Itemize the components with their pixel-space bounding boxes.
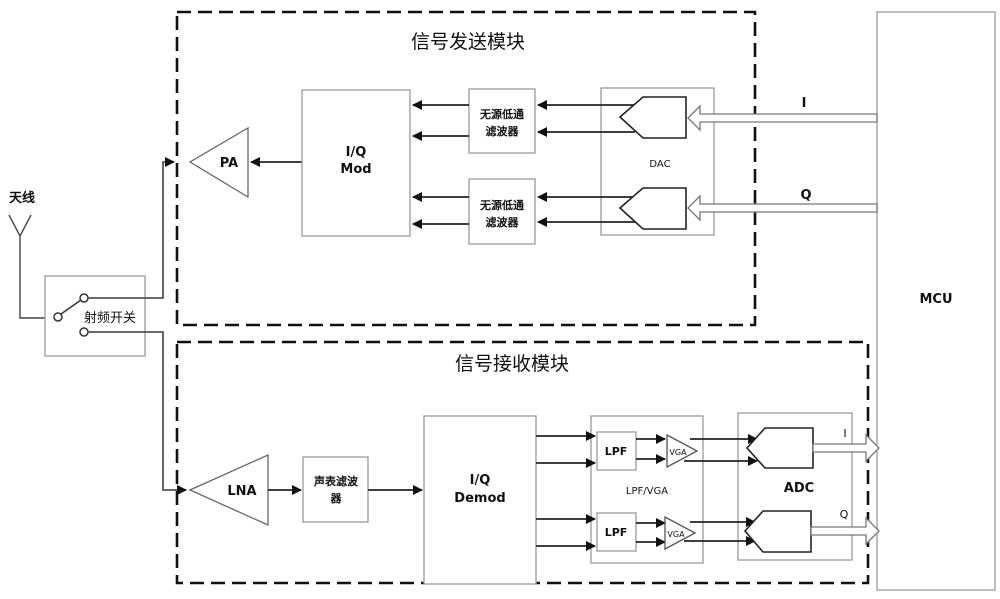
lpf-vga-label: LPF/VGA xyxy=(626,486,668,497)
adc-to-mcu-i-arrow xyxy=(812,433,880,463)
switch-to-lna-wire xyxy=(88,331,187,495)
antenna-icon xyxy=(8,214,46,319)
pa-amplifier xyxy=(188,126,249,199)
mcu-label: MCU xyxy=(919,292,952,307)
mcu-to-dac-i-arrow xyxy=(687,104,878,132)
vga-q-amplifier xyxy=(664,515,697,551)
lpf-q-block xyxy=(596,512,637,552)
dac-converter-i-icon xyxy=(618,96,687,139)
tx-filter-q-label-2: 滤波器 xyxy=(486,215,520,229)
tx-i-label: I xyxy=(802,96,807,111)
iq-mod-label-2: Mod xyxy=(340,162,371,177)
dac-to-filter-arrows xyxy=(537,100,635,227)
mcu-to-dac-q-arrow xyxy=(687,194,878,222)
antenna-label: 天线 xyxy=(9,190,35,206)
rx-q-label: Q xyxy=(840,508,849,521)
adc-to-mcu-q-arrow xyxy=(810,516,880,546)
tx-module-boundary xyxy=(175,10,757,327)
switch-to-pa-wire xyxy=(88,157,175,299)
vga-q-label: VGA xyxy=(667,530,685,539)
tx-filter-q-block xyxy=(468,178,536,245)
iq-mod-block xyxy=(301,89,411,237)
tx-module-title: 信号发送模块 xyxy=(411,31,525,53)
filter-to-mod-arrows xyxy=(412,100,469,229)
rf-switch-label: 射频开关 xyxy=(84,310,136,326)
rx-module-boundary xyxy=(175,340,870,585)
tx-q-label: Q xyxy=(800,188,811,203)
lpf-to-vga-arrows xyxy=(636,434,666,547)
tx-filter-q-label-1: 无源低通 xyxy=(479,198,524,212)
tx-filter-i-label-1: 无源低通 xyxy=(479,107,524,121)
adc-label: ADC xyxy=(784,481,814,496)
saw-filter-label-2: 器 xyxy=(330,492,343,505)
iq-demod-block xyxy=(423,415,537,585)
vga-to-adc-arrows xyxy=(684,434,758,546)
rx-i-label: I xyxy=(843,427,846,440)
lpf-i-label: LPF xyxy=(605,445,628,458)
rx-module-title: 信号接收模块 xyxy=(455,353,569,375)
dac-label: DAC xyxy=(649,159,670,170)
lpf-q-label: LPF xyxy=(605,526,628,539)
dac-converter-q-icon xyxy=(618,187,687,230)
demod-to-lpf-arrows xyxy=(536,431,596,551)
pa-label: PA xyxy=(220,156,238,171)
tx-filter-i-block xyxy=(468,88,536,154)
switch-icon xyxy=(53,293,89,337)
saw-filter-label-1: 声表滤波 xyxy=(313,474,359,488)
tx-filter-i-label-2: 滤波器 xyxy=(486,124,520,138)
vga-i-amplifier xyxy=(666,433,699,469)
iq-mod-label-1: I/Q xyxy=(346,145,367,160)
saw-filter-block xyxy=(302,456,369,523)
iq-demod-label-2: Demod xyxy=(454,491,505,506)
iq-demod-label-1: I/Q xyxy=(470,473,491,488)
lpf-i-block xyxy=(596,431,637,471)
lna-label: LNA xyxy=(227,484,256,499)
vga-i-label: VGA xyxy=(669,448,687,457)
mcu-block xyxy=(876,11,996,591)
